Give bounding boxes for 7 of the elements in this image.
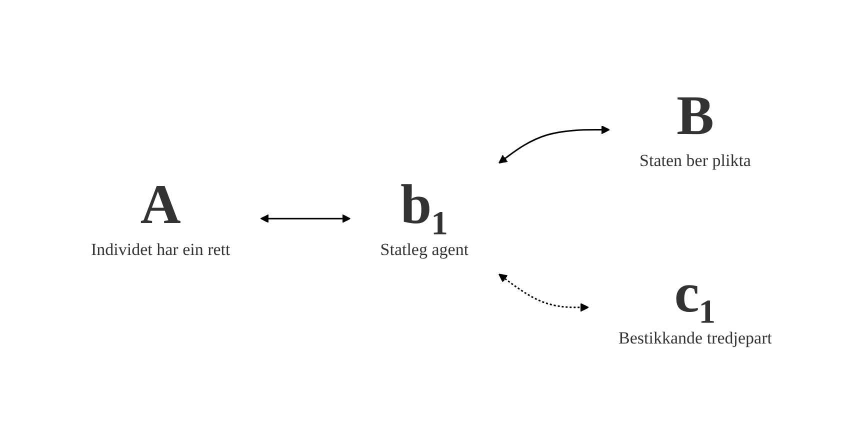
arrow [260,214,350,223]
arrow [498,274,588,312]
node-text: A Individet har ein rett [90,174,230,258]
node-text: b₁ Statleg agent [380,174,468,258]
node-text: c₁ Bestikkande tredjepart [618,262,772,348]
arrow [498,125,610,164]
node-text: B Staten ber plikta [639,84,750,170]
